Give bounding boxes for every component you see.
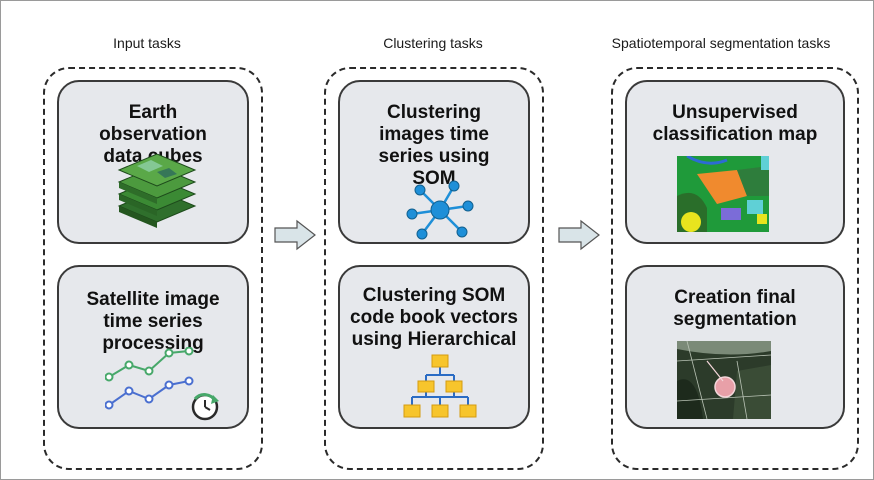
hierarchy-icon (403, 354, 477, 418)
classification-map-image (677, 156, 769, 232)
card-clustering-hierarchical: Clustering SOM code book vectors using H… (338, 265, 530, 429)
card-earth-observation: Earth observation data cubes (57, 80, 249, 244)
card-title-clustering-hierarchical: Clustering SOM code book vectors using H… (350, 285, 518, 350)
card-title-classification-map: Unsupervised classification map (652, 102, 818, 145)
som-network-icon (406, 180, 474, 240)
card-title-final-segmentation: Creation final segmentation (673, 287, 797, 330)
card-satellite-processing: Satellite image time series processing (57, 265, 249, 429)
column-title-input: Input tasks (113, 35, 181, 51)
card-classification-map: Unsupervised classification map (625, 80, 845, 244)
column-title-clustering: Clustering tasks (383, 35, 483, 51)
segmentation-tasks-group: Unsupervised classification map Creation… (611, 67, 859, 470)
column-title-segmentation: Spatiotemporal segmentation tasks (611, 35, 831, 51)
time-series-chart-icon (105, 347, 219, 421)
card-title-clustering-som: Clustering images time series using SOM (378, 102, 490, 189)
card-final-segmentation: Creation final segmentation (625, 265, 845, 429)
card-title-satellite-processing: Satellite image time series processing (86, 289, 220, 354)
segmentation-satellite-image (677, 341, 771, 419)
card-clustering-som: Clustering images time series using SOM (338, 80, 530, 244)
data-cube-stack-icon (117, 154, 197, 228)
flow-arrow-2 (558, 219, 600, 251)
clustering-tasks-group: Clustering images time series using SOM (324, 67, 544, 470)
input-tasks-group: Earth observation data cubes Satellite i… (43, 67, 263, 470)
flow-arrow-1 (274, 219, 316, 251)
